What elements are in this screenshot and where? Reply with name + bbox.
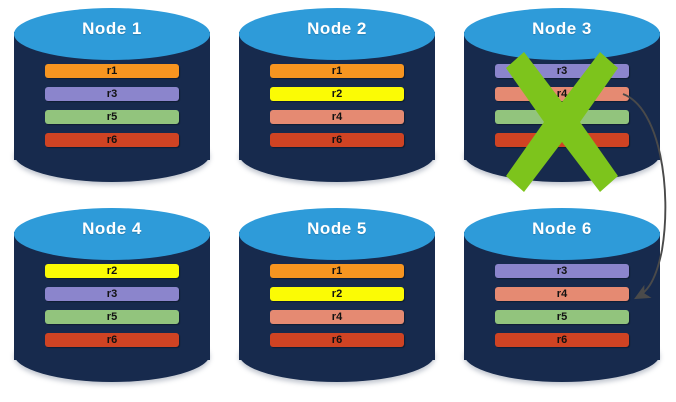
replica-bar[interactable]: r5 bbox=[45, 310, 179, 324]
node-label: Node 2 bbox=[307, 19, 367, 38]
replica-label: r6 bbox=[106, 334, 118, 346]
replica-label: r2 bbox=[331, 88, 343, 100]
replica-label: r3 bbox=[556, 65, 568, 77]
cylinder-top-ellipse bbox=[239, 208, 435, 260]
replica-label: r3 bbox=[106, 288, 118, 300]
replica-bar[interactable]: r3 bbox=[495, 264, 629, 278]
replica-label: r2 bbox=[106, 265, 118, 277]
replica-label: r5 bbox=[556, 111, 568, 123]
node-label: Node 3 bbox=[532, 19, 592, 38]
replica-bar[interactable]: r6 bbox=[495, 333, 629, 347]
replica-label: r6 bbox=[331, 134, 343, 146]
replica-bar[interactable]: r6 bbox=[495, 133, 629, 147]
replica-list: r1 r3 r5 r6 bbox=[14, 64, 210, 156]
replica-label: r5 bbox=[556, 311, 568, 323]
cylinder-top-ellipse bbox=[14, 208, 210, 260]
node-label: Node 6 bbox=[532, 219, 592, 238]
replica-bar[interactable]: r3 bbox=[495, 64, 629, 78]
cylinder-top-ellipse bbox=[14, 8, 210, 60]
replica-bar[interactable]: r4 bbox=[495, 87, 629, 101]
replica-label: r6 bbox=[556, 134, 568, 146]
replica-label: r6 bbox=[331, 334, 343, 346]
replica-list: r1 r2 r4 r6 bbox=[239, 264, 435, 356]
cylinder-top-ellipse bbox=[464, 8, 660, 60]
node-cylinder[interactable]: Node 4 r2 r3 r5 r6 bbox=[14, 208, 210, 384]
replica-label: r1 bbox=[331, 65, 343, 77]
replica-label: r3 bbox=[106, 88, 118, 100]
replica-list: r3 r4 r5 r6 bbox=[464, 64, 660, 156]
replica-bar[interactable]: r6 bbox=[45, 333, 179, 347]
replica-label: r2 bbox=[331, 288, 343, 300]
node-cylinder[interactable]: Node 1 r1 r3 r5 r6 bbox=[14, 8, 210, 184]
replica-bar[interactable]: r1 bbox=[45, 64, 179, 78]
replica-label: r6 bbox=[556, 334, 568, 346]
replica-list: r1 r2 r4 r6 bbox=[239, 64, 435, 156]
replica-bar[interactable]: r5 bbox=[495, 310, 629, 324]
node-cylinder[interactable]: Node 6 r3 r4 r5 r6 bbox=[464, 208, 660, 384]
node-label: Node 5 bbox=[307, 219, 367, 238]
replica-bar[interactable]: r3 bbox=[45, 87, 179, 101]
replica-bar[interactable]: r2 bbox=[270, 287, 404, 301]
replica-label: r4 bbox=[556, 88, 568, 100]
node-cylinder[interactable]: Node 5 r1 r2 r4 r6 bbox=[239, 208, 435, 384]
replica-bar[interactable]: r4 bbox=[270, 110, 404, 124]
replica-bar[interactable]: r3 bbox=[45, 287, 179, 301]
replica-bar[interactable]: r5 bbox=[45, 110, 179, 124]
replica-bar[interactable]: r5 bbox=[495, 110, 629, 124]
cylinder-top-ellipse bbox=[239, 8, 435, 60]
replica-bar[interactable]: r4 bbox=[495, 287, 629, 301]
replica-label: r1 bbox=[106, 65, 118, 77]
replica-bar[interactable]: r6 bbox=[270, 333, 404, 347]
replica-label: r4 bbox=[556, 288, 568, 300]
replica-bar[interactable]: r2 bbox=[270, 87, 404, 101]
replica-label: r3 bbox=[556, 265, 568, 277]
replica-label: r6 bbox=[106, 134, 118, 146]
replica-label: r1 bbox=[331, 265, 343, 277]
replica-label: r5 bbox=[106, 311, 118, 323]
replica-label: r4 bbox=[331, 111, 343, 123]
replica-bar[interactable]: r1 bbox=[270, 264, 404, 278]
replica-bar[interactable]: r4 bbox=[270, 310, 404, 324]
node-cylinder[interactable]: Node 3 r3 r4 r5 r6 bbox=[464, 8, 660, 192]
replica-bar[interactable]: r1 bbox=[270, 64, 404, 78]
replica-bar[interactable]: r6 bbox=[270, 133, 404, 147]
replica-list: r3 r4 r5 r6 bbox=[464, 264, 660, 356]
replica-bar[interactable]: r6 bbox=[45, 133, 179, 147]
replica-bar[interactable]: r2 bbox=[45, 264, 179, 278]
replica-list: r2 r3 r5 r6 bbox=[14, 264, 210, 356]
node-label: Node 1 bbox=[82, 19, 142, 38]
replica-label: r4 bbox=[331, 311, 343, 323]
node-label: Node 4 bbox=[82, 219, 142, 238]
node-cylinder[interactable]: Node 2 r1 r2 r4 r6 bbox=[239, 8, 435, 184]
replica-label: r5 bbox=[106, 111, 118, 123]
